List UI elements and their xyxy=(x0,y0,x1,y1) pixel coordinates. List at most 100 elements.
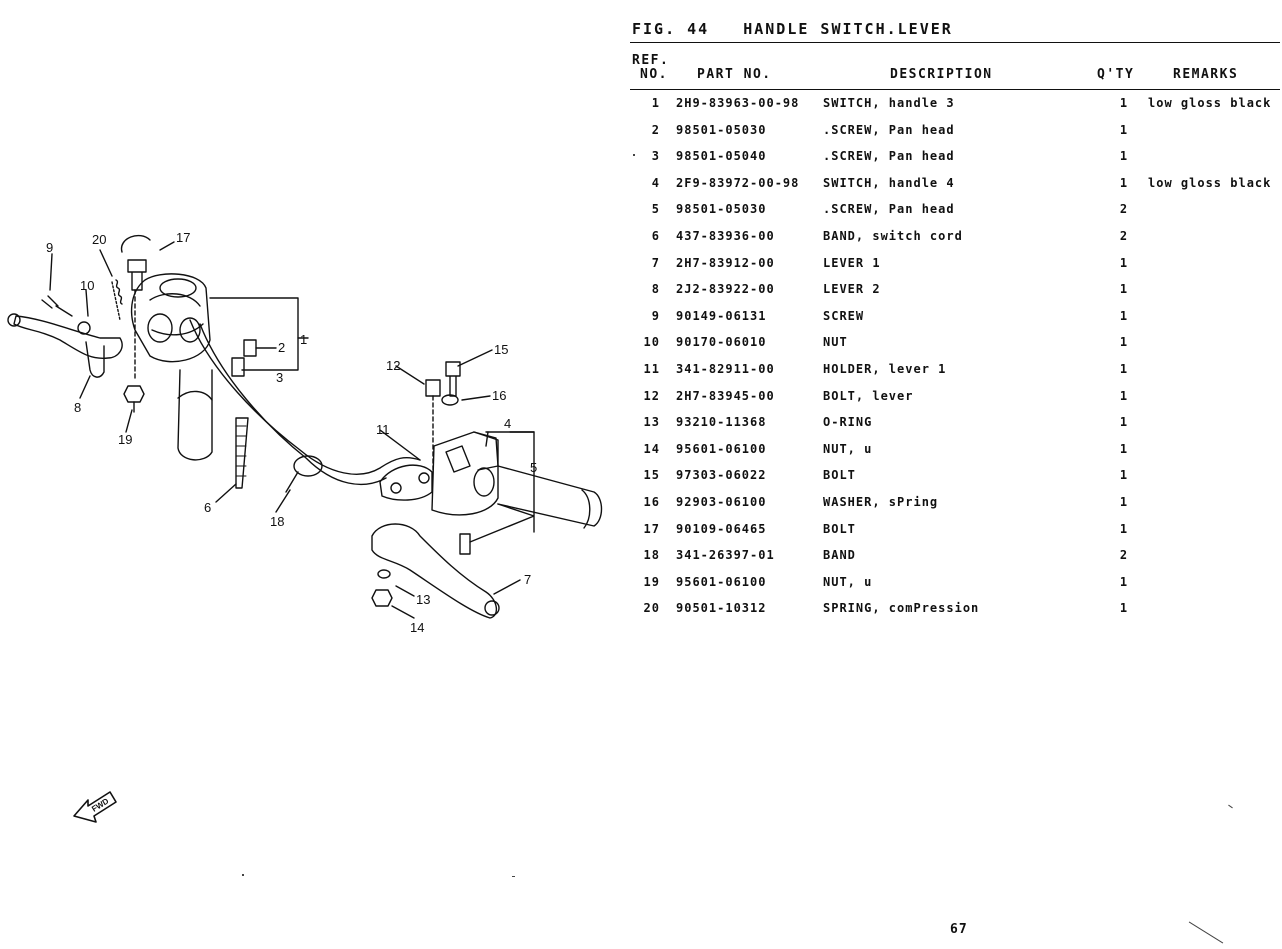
table-row: 7 2H7-83912-00 LEVER 1 1 xyxy=(630,253,1282,280)
part-description: SWITCH, handle 3 xyxy=(823,96,955,110)
part-number: 97303-06022 xyxy=(676,468,767,483)
part-number: 90149-06131 xyxy=(676,308,767,323)
header-description: DESCRIPTION xyxy=(890,67,993,82)
part-number: 98501-05040 xyxy=(676,149,767,164)
ref-number: 2 xyxy=(651,122,660,137)
part-qty: 1 xyxy=(1119,601,1129,616)
part-qty: 1 xyxy=(1119,388,1129,403)
part-qty: 2 xyxy=(1119,202,1129,217)
part-number: 2H7-83912-00 xyxy=(676,255,775,270)
header-part-no: PART NO. xyxy=(697,67,772,82)
part-qty: 1 xyxy=(1119,521,1129,536)
left-switch-housing xyxy=(130,273,211,363)
callout-8: 8 xyxy=(74,400,81,415)
ref-number: 11 xyxy=(643,361,660,376)
part-qty: 1 xyxy=(1119,255,1129,270)
forward-arrow-icon: FWD xyxy=(70,782,120,826)
scan-speck xyxy=(1188,921,1224,944)
ref-number: 7 xyxy=(651,255,660,270)
part-description: .SCREW, Pan head xyxy=(823,149,955,164)
callout-5: 5 xyxy=(530,460,537,475)
ref-number: 18 xyxy=(643,548,660,563)
ref-number: 10 xyxy=(643,335,660,350)
callout-15: 15 xyxy=(494,342,508,357)
callout-9: 9 xyxy=(46,240,53,255)
part-description: NUT, u xyxy=(823,441,873,456)
cord-band xyxy=(235,417,249,489)
callout-16: 16 xyxy=(492,388,506,403)
header-remarks: REMARKS xyxy=(1173,67,1239,82)
part-number: 95601-06100 xyxy=(676,441,767,456)
ref-number: 8 xyxy=(651,282,660,297)
ref-number: 17 xyxy=(643,521,660,536)
part-description: SCREW xyxy=(823,308,865,323)
part-description: BOLT xyxy=(823,521,856,536)
part-qty: 1 xyxy=(1119,574,1129,589)
callout-11: 11 xyxy=(376,422,390,437)
ref-number: 19 xyxy=(643,574,660,589)
parts-list: 1 2H9-83963-00-98 SWITCH, handle 3 1 low glo… xyxy=(630,93,1282,625)
part-qty: 1 xyxy=(1119,468,1129,483)
part-description: NUT, u xyxy=(823,574,873,589)
part-number: 90109-06465 xyxy=(676,521,767,536)
part-qty: 2 xyxy=(1119,548,1129,563)
part-description: NUT xyxy=(823,335,848,350)
part-number: 92903-06100 xyxy=(676,494,767,509)
part-qty: 1 xyxy=(1119,122,1129,137)
ref-number: 12 xyxy=(643,388,660,403)
part-number: 90170-06010 xyxy=(676,335,767,350)
callout-3: 3 xyxy=(276,370,283,385)
table-row: 9 90149-06131 SCREW 1 xyxy=(630,306,1282,333)
callout-14: 14 xyxy=(410,620,424,635)
figure-name: HANDLE SWITCH.LEVER xyxy=(743,20,953,38)
header-ref-line2: NO. xyxy=(640,67,668,82)
part-description: SWITCH, handle 4 xyxy=(823,175,955,190)
part-description: BOLT xyxy=(823,468,856,483)
part-qty: 1 xyxy=(1119,308,1129,323)
callout-17: 17 xyxy=(176,230,190,245)
part-remarks: low gloss black xyxy=(1148,175,1272,190)
part-description: HOLDER, lever 1 xyxy=(823,361,947,376)
part-qty: 1 xyxy=(1119,335,1129,350)
part-number: 2J2-83922-00 xyxy=(676,282,775,297)
part-qty: 1 xyxy=(1119,175,1129,190)
part-description: LEVER 1 xyxy=(823,255,881,270)
exploded-parts-diagram: 17 20 9 10 1 2 3 8 19 12 15 16 11 4 5 6 … xyxy=(0,220,620,640)
part-number: 2H9-83963-00-98 xyxy=(676,96,800,110)
ref-number: 13 xyxy=(643,415,660,430)
callout-4: 4 xyxy=(504,416,511,431)
scan-speck xyxy=(512,876,515,877)
callout-10: 10 xyxy=(80,278,94,293)
callout-12: 12 xyxy=(386,358,400,373)
ref-number: 9 xyxy=(651,308,660,323)
exploded-diagram-svg: 17 20 9 10 1 2 3 8 19 12 15 16 11 4 5 6 … xyxy=(7,230,603,635)
callout-6: 6 xyxy=(204,500,211,515)
table-row: 10 90170-06010 NUT 1 xyxy=(630,332,1282,359)
ref-number: 4 xyxy=(651,175,660,190)
callout-20: 20 xyxy=(92,232,106,247)
part-qty: 1 xyxy=(1119,415,1129,430)
scan-speck xyxy=(1228,804,1233,809)
page-number: 67 xyxy=(950,922,968,937)
part-qty: 1 xyxy=(1119,282,1129,297)
part-number: 98501-05030 xyxy=(676,122,767,137)
header-rule xyxy=(630,89,1280,90)
ref-number: 3 xyxy=(651,149,660,164)
table-row: 17 90109-06465 BOLT 1 xyxy=(630,519,1282,546)
header-ref-line1: REF. xyxy=(632,53,670,68)
part-qty: 1 xyxy=(1119,361,1129,376)
part-description: BOLT, lever xyxy=(823,388,914,403)
